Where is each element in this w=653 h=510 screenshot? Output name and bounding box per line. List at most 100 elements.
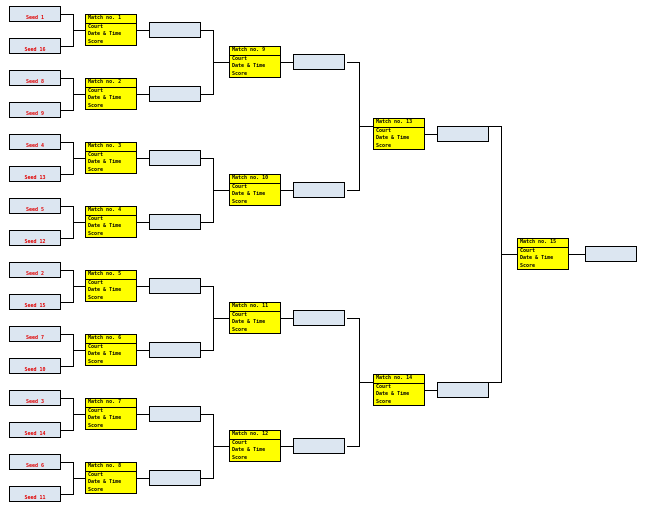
connector-line	[137, 414, 149, 415]
match-number: Match no. 10	[230, 175, 280, 184]
seed-slot[interactable]: Seed 16	[9, 38, 61, 54]
winner-slot[interactable]	[293, 310, 345, 326]
winner-slot[interactable]	[149, 150, 201, 166]
winner-slot[interactable]	[149, 278, 201, 294]
seed-label: Seed 5	[25, 207, 45, 213]
seed-label: Seed 6	[25, 463, 45, 469]
winner-slot[interactable]	[149, 22, 201, 38]
match-court: Court	[88, 343, 104, 350]
winner-slot[interactable]	[293, 438, 345, 454]
connector-line	[137, 350, 149, 351]
match-number: Match no. 14	[374, 375, 424, 384]
match-score: Score	[232, 198, 248, 205]
seed-slot[interactable]: Seed 5	[9, 198, 61, 214]
connector-line	[61, 398, 73, 399]
winner-slot[interactable]	[149, 470, 201, 486]
seed-slot[interactable]: Seed 15	[9, 294, 61, 310]
seed-slot[interactable]: Seed 10	[9, 358, 61, 374]
winner-slot[interactable]	[437, 382, 489, 398]
winner-slot[interactable]	[293, 182, 345, 198]
seed-slot[interactable]: Seed 14	[9, 422, 61, 438]
connector-line	[213, 62, 229, 63]
winner-slot[interactable]	[149, 406, 201, 422]
match-court: Court	[376, 127, 392, 134]
connector-line	[489, 382, 501, 383]
seed-slot[interactable]: Seed 8	[9, 70, 61, 86]
winner-slot[interactable]	[293, 54, 345, 70]
match-score: Score	[376, 398, 392, 405]
match-date-time: Date & Time	[520, 255, 554, 261]
winner-slot[interactable]	[585, 246, 637, 262]
connector-line	[61, 494, 73, 495]
connector-line	[347, 190, 359, 191]
match-date-time: Date & Time	[376, 391, 410, 397]
match-date-time: Date & Time	[88, 479, 122, 485]
seed-slot[interactable]: Seed 11	[9, 486, 61, 502]
match-date-time: Date & Time	[232, 191, 266, 197]
connector-line	[137, 478, 149, 479]
connector-line	[213, 446, 229, 447]
seed-label: Seed 16	[24, 47, 46, 53]
connector-line	[61, 206, 73, 207]
seed-slot[interactable]: Seed 13	[9, 166, 61, 182]
seed-slot[interactable]: Seed 6	[9, 454, 61, 470]
connector-line	[201, 30, 213, 31]
connector-line	[61, 430, 73, 431]
seed-slot[interactable]: Seed 7	[9, 326, 61, 342]
match-number: Match no. 7	[86, 399, 136, 408]
seed-slot[interactable]: Seed 2	[9, 262, 61, 278]
match-score: Score	[520, 262, 536, 269]
match-score: Score	[232, 454, 248, 461]
seed-label: Seed 11	[24, 495, 46, 501]
winner-slot[interactable]	[149, 342, 201, 358]
match-court: Court	[376, 383, 392, 390]
winner-slot[interactable]	[149, 214, 201, 230]
connector-line	[61, 110, 73, 111]
match-number: Match no. 2	[86, 79, 136, 88]
match-court: Court	[88, 279, 104, 286]
connector-line	[201, 286, 213, 287]
seed-label: Seed 15	[24, 303, 46, 309]
seed-label: Seed 14	[24, 431, 46, 437]
connector-line	[61, 174, 73, 175]
connector-line	[489, 126, 501, 127]
connector-line	[61, 302, 73, 303]
match-number: Match no. 4	[86, 207, 136, 216]
winner-slot[interactable]	[149, 86, 201, 102]
connector-line	[425, 390, 437, 391]
match-number: Match no. 6	[86, 335, 136, 344]
connector-line	[213, 318, 229, 319]
connector-line	[73, 222, 85, 223]
connector-line	[281, 62, 293, 63]
seed-label: Seed 4	[25, 143, 45, 149]
connector-line	[61, 238, 73, 239]
seed-slot[interactable]: Seed 4	[9, 134, 61, 150]
seed-label: Seed 12	[24, 239, 46, 245]
match-score: Score	[88, 38, 104, 45]
seed-slot[interactable]: Seed 12	[9, 230, 61, 246]
connector-line	[201, 222, 213, 223]
seed-slot[interactable]: Seed 3	[9, 390, 61, 406]
connector-line	[281, 190, 293, 191]
seed-slot[interactable]: Seed 9	[9, 102, 61, 118]
match-date-time: Date & Time	[232, 319, 266, 325]
connector-line	[201, 158, 213, 159]
winner-slot[interactable]	[437, 126, 489, 142]
seed-slot[interactable]: Seed 1	[9, 6, 61, 22]
